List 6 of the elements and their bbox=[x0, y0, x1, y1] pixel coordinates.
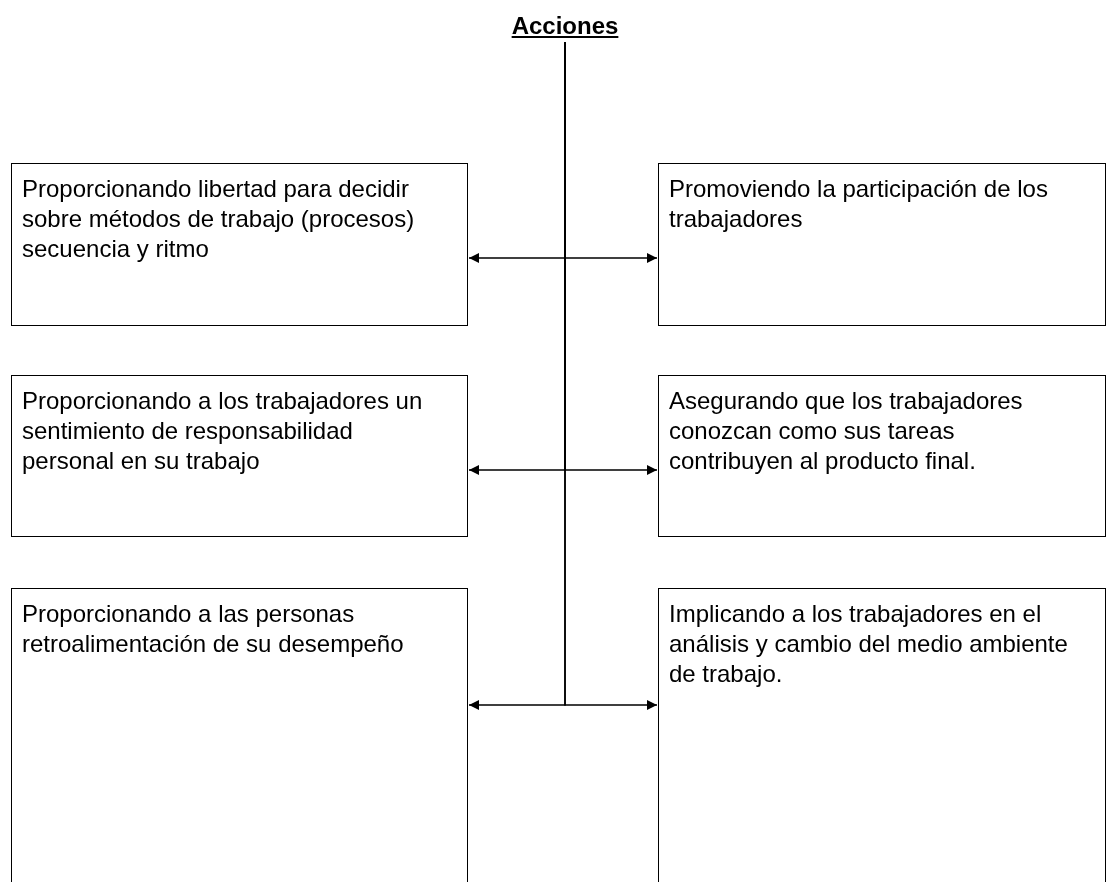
action-box: Implicando a los trabajadores en el análisis y cambio del medio ambiente de trabajo. bbox=[658, 588, 1106, 882]
action-box: Proporcionando a los trabajadores un sentimiento de responsabilidad personal en su trabajo bbox=[11, 375, 468, 537]
action-box: Promoviendo la participación de los trabajadores bbox=[658, 163, 1106, 326]
action-box: Proporcionando a las personas retroalimentación de su desempeño bbox=[11, 588, 468, 882]
action-box: Proporcionando libertad para decidir sobre métodos de trabajo (procesos) secuencia y ritmo bbox=[11, 163, 468, 326]
action-box: Asegurando que los trabajadores conozcan como sus tareas contribuyen al producto final. bbox=[658, 375, 1106, 537]
